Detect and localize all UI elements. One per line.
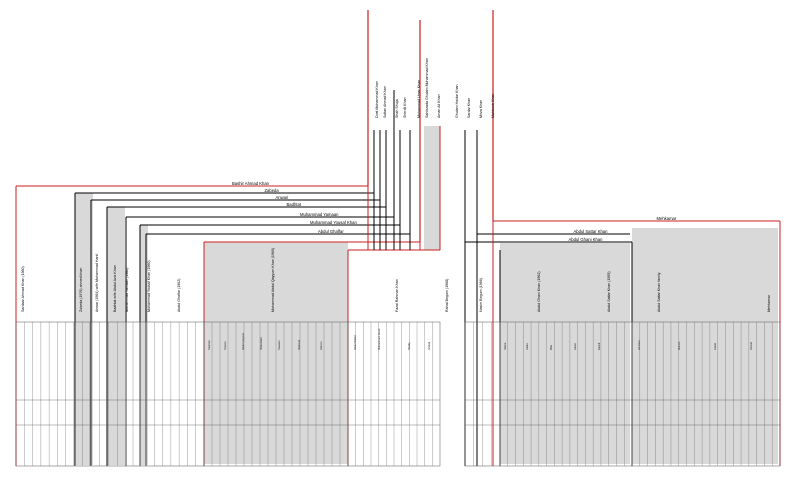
- column-label-10: Nasim Begum (1966): [479, 278, 483, 312]
- column-label-4: Muhammad Yamaan (1982): [125, 268, 129, 312]
- generation-bar-label-8: Abdul Sattar Khan: [574, 229, 609, 234]
- column-label-13: Abdul Sattar Khan family: [657, 272, 661, 312]
- sub-column-label-8: Muhammad Javed: [377, 328, 381, 350]
- generation-bar-label-7: Mehkamar: [657, 216, 677, 221]
- generation-bar-label-1: Zabeda: [265, 188, 280, 193]
- generation-bar-label-3: Badhtat: [287, 202, 302, 207]
- generation-bar-label-9: Abdul Ghani Khan: [569, 237, 604, 242]
- column-label-1: Zubeda (1976) ahmed khan: [79, 268, 83, 312]
- table-frame-5: [145, 321, 205, 467]
- sub-column-label-6: Haroon: [319, 341, 323, 350]
- table-grid: [15, 321, 781, 467]
- sub-column-label-15: Kashif: [597, 343, 601, 350]
- top-annotation-10: Mahboob Khan: [491, 94, 495, 118]
- column-label-3: Badhtat wife Abdul Aziz Khan: [113, 265, 117, 312]
- sub-column-label-9: Shafiq: [407, 342, 411, 350]
- top-annotation-2: Mohammad Umar Khan: [417, 80, 421, 118]
- generation-bar-label-4: Muhammad Yamaan: [300, 212, 339, 217]
- sub-column-label-18: Faisal: [713, 343, 717, 350]
- top-annotation-9: Mirza Khan: [479, 100, 483, 118]
- top-annotation-8: Sardar Khan: [467, 98, 471, 118]
- top-annotation-4: Shah Shuja: [395, 99, 399, 118]
- sub-column-label-14: Aamir: [573, 343, 577, 350]
- grey-block-2: [140, 225, 148, 465]
- top-annotation-1: Sahibzada Ghulam Muhammad Khan: [425, 58, 429, 118]
- grey-block-6: [500, 243, 630, 464]
- table-frame-0: [15, 321, 75, 467]
- top-annotation-7: Ghulam Haidar Khan: [455, 84, 459, 118]
- column-label-6: Abdul Ghaffar (1962): [177, 279, 181, 313]
- sub-column-label-12: Sadia: [525, 343, 529, 350]
- column-label-12: Abdul Sattar Khan (1955): [607, 271, 611, 312]
- column-label-2: Anwar (1984) wife Mohammad Hanif: [95, 254, 99, 312]
- sub-column-label-11: Saima: [503, 342, 507, 350]
- sub-column-label-3: Shamshad: [259, 337, 263, 350]
- column-label-5: Muhammad Yousaf Khan (1960): [147, 260, 151, 312]
- column-label-11: Abdul Ghani Khan (1962): [537, 271, 541, 312]
- grey-block-4: [424, 126, 440, 250]
- generation-bar-label-5: Muhammad Yousaf Khan: [310, 220, 357, 225]
- generation-bar-label-6: Abdul Ghaffar: [318, 229, 344, 234]
- sub-column-label-19: Usman: [749, 341, 753, 350]
- sub-column-label-10: Arshad: [427, 341, 431, 350]
- grey-block-1: [107, 207, 125, 465]
- sub-column-label-13: Bilal: [549, 345, 553, 350]
- generation-bar-label-2: Anwari: [276, 195, 289, 200]
- labels: Bashir Ahmad KhanZabedaAnwariBadhtatMuha…: [21, 58, 771, 350]
- top-annotation-5: Sultan Ahmad Khan: [383, 86, 387, 118]
- connector-lines: [15, 10, 781, 466]
- column-label-8: Fazal Rahman Khan: [395, 279, 399, 312]
- table-frame-10: [631, 321, 781, 467]
- column-label-7: Muhammad Abdul Qayyum Khan (1960): [271, 248, 275, 312]
- column-label-9: Rahat Begum (1968): [445, 279, 449, 312]
- grey-block-5: [632, 228, 778, 464]
- sub-column-label-16: Ali Raza: [637, 340, 641, 350]
- sub-column-label-17: Mohsin: [677, 341, 681, 350]
- column-label-0: Sardaar Ahmad Khan (1980): [21, 266, 25, 312]
- top-annotation-0: Aman Ali Khan: [437, 94, 441, 118]
- grey-block-0: [75, 193, 93, 465]
- top-annotation-3: Sherdil Khan: [403, 97, 407, 118]
- generation-bar-label-0: Bashir Ahmad Khan: [232, 181, 270, 186]
- sub-column-label-5: Shahzad: [297, 339, 301, 350]
- column-label-14: Mehkamar: [767, 294, 771, 312]
- sub-column-label-1: Noreen: [223, 341, 227, 350]
- sub-column-label-2: Abdul Qayyum: [241, 333, 245, 350]
- sub-column-label-0: Nasreen: [207, 340, 211, 350]
- top-annotation-6: Dost Muhammad Khan: [375, 81, 379, 118]
- sub-column-label-7: Abdul Wahid: [353, 335, 357, 350]
- sub-column-label-4: Naseem: [277, 340, 281, 350]
